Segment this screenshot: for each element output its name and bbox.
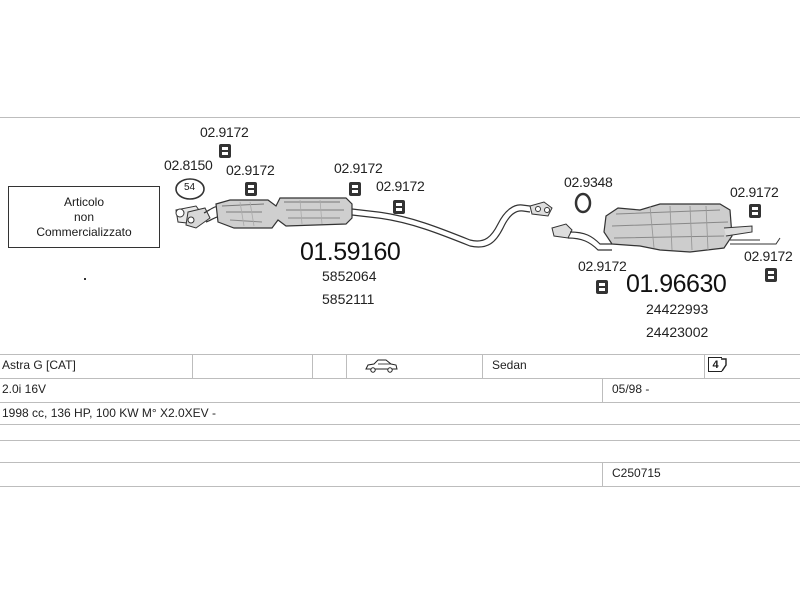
table-line-6 bbox=[0, 462, 800, 463]
top-border bbox=[0, 117, 800, 118]
callout-gasket: 02.9348 bbox=[564, 174, 613, 190]
front-muffler-oem-1: 5852064 bbox=[322, 268, 377, 284]
sealing-ring-icon bbox=[175, 178, 205, 200]
vehicle-model: Astra G [CAT] bbox=[2, 358, 76, 372]
table-col-3 bbox=[346, 354, 347, 378]
callout-ring: 02.8150 bbox=[164, 157, 213, 173]
callout-clamp-mid2: 02.9172 bbox=[376, 178, 425, 194]
rear-muffler-number: 01.96630 bbox=[626, 270, 727, 298]
gasket-ring-icon bbox=[574, 192, 592, 214]
clamp-rear-right-icon bbox=[765, 268, 777, 282]
table-col-1 bbox=[192, 354, 193, 378]
vehicle-date-range: 05/98 - bbox=[612, 382, 650, 396]
callout-clamp-rear-right: 02.9172 bbox=[744, 248, 793, 264]
clamp-front-icon bbox=[245, 182, 257, 196]
front-muffler-icon bbox=[215, 197, 353, 229]
rear-flange-icon bbox=[551, 223, 612, 251]
gasket-icon bbox=[529, 201, 553, 217]
vehicle-engine: 2.0i 16V bbox=[2, 382, 47, 396]
callout-clamp-rear-low: 02.9172 bbox=[578, 258, 627, 274]
vehicle-body-type: Sedan bbox=[492, 358, 527, 372]
rear-muffler-icon bbox=[603, 203, 781, 253]
table-line-1 bbox=[0, 354, 800, 355]
rear-muffler-oem-2: 24423002 bbox=[646, 324, 709, 340]
front-muffler-number: 01.59160 bbox=[300, 238, 401, 266]
callout-clamp-rear-top: 02.9172 bbox=[730, 184, 779, 200]
door-arrow-icon bbox=[721, 358, 727, 372]
table-line-5 bbox=[0, 440, 800, 441]
callout-clamp-mid1: 02.9172 bbox=[334, 160, 383, 176]
table-line-3 bbox=[0, 402, 800, 403]
rear-muffler-oem-1: 24422993 bbox=[646, 301, 709, 317]
table-line-7 bbox=[0, 486, 800, 487]
table-col-4 bbox=[482, 354, 483, 378]
middle-pipe bbox=[351, 204, 531, 248]
vehicle-specs: 1998 cc, 136 HP, 100 KW M° X2.0XEV - bbox=[2, 406, 217, 420]
note-line-1: Articolo bbox=[63, 194, 104, 209]
doors-4-icon: 4 bbox=[708, 357, 722, 372]
table-col-5 bbox=[704, 354, 705, 378]
clamp-rear-low-icon bbox=[596, 280, 608, 294]
front-muffler-oem-2: 5852111 bbox=[322, 291, 375, 307]
clamp-mid1-icon bbox=[349, 182, 361, 196]
clamp-mid2-icon bbox=[393, 200, 405, 214]
sedan-car-icon bbox=[365, 359, 398, 373]
doors-count: 4 bbox=[712, 359, 719, 371]
ring-badge: 54 bbox=[184, 182, 196, 193]
stray-dot bbox=[84, 278, 86, 280]
not-sold-note: Articolo non Commercializzato bbox=[8, 186, 160, 248]
table-col-6 bbox=[602, 378, 603, 402]
table-line-4 bbox=[0, 424, 800, 425]
clamp-top-icon bbox=[219, 144, 231, 158]
clamp-rear-top-icon bbox=[749, 204, 761, 218]
callout-clamp-front: 02.9172 bbox=[226, 162, 275, 178]
vehicle-code: C250715 bbox=[612, 466, 661, 480]
table-line-2 bbox=[0, 378, 800, 379]
note-line-3: Commercializzato bbox=[36, 224, 132, 239]
table-col-7 bbox=[602, 462, 603, 486]
callout-clamp-top: 02.9172 bbox=[200, 124, 249, 140]
front-flange-icon bbox=[175, 205, 211, 229]
table-col-2 bbox=[312, 354, 313, 378]
note-line-2: non bbox=[73, 209, 95, 224]
